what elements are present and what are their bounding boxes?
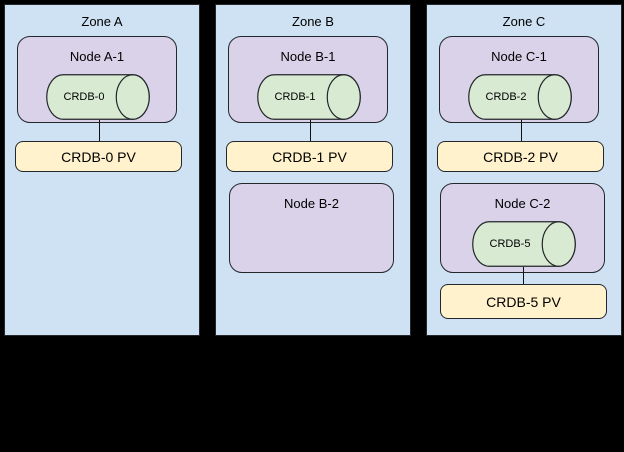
crdb-5-cylinder: CRDB-5 [472,221,576,267]
node-b-2-label: Node B-2 [284,196,339,211]
crdb-0-label: CRDB-0 [63,91,105,103]
zone-b-title: Zone B [292,14,334,29]
crdb-1-label: CRDB-1 [274,91,316,103]
node-a-1-label: Node A-1 [69,49,125,64]
crdb-0-pv: CRDB-0 PV [15,141,182,172]
node-c-1: Node C-1 CRDB-2 [439,36,599,123]
node-c-2: Node C-2 CRDB-5 [440,183,605,273]
database-cylinder-shape [46,74,150,120]
crdb-2-pv-connector [521,120,522,141]
zone-a-title: Zone A [81,14,123,29]
zone-c: Zone C Node C-1 CRDB-2 CRDB-2 PV Node C-… [426,4,622,336]
database-cylinder-shape [472,221,576,267]
crdb-0-cylinder: CRDB-0 [46,74,150,120]
node-b-1: Node B-1 CRDB-1 [228,36,388,123]
crdb-2-label: CRDB-2 [485,91,527,103]
database-cylinder-shape [257,74,361,120]
crdb-5-pv-connector [523,267,524,284]
crdb-1-pv-connector [310,120,311,141]
node-c-2-label: Node C-2 [494,196,551,211]
crdb-0-pv-connector [99,120,100,141]
node-c-1-label: Node C-1 [491,49,547,64]
crdb-5-pv: CRDB-5 PV [440,284,607,319]
node-b-2: Node B-2 [229,183,394,273]
node-b-1-label: Node B-1 [280,49,336,64]
zone-c-title: Zone C [502,14,546,29]
crdb-5-label: CRDB-5 [489,238,531,250]
zone-b: Zone B Node B-1 CRDB-1 CRDB-1 PV Node B-… [215,4,411,336]
crdb-1-pv: CRDB-1 PV [226,141,393,172]
crdb-2-cylinder: CRDB-2 [468,74,572,120]
database-cylinder-shape [468,74,572,120]
crdb-2-pv: CRDB-2 PV [437,141,604,172]
crdb-1-cylinder: CRDB-1 [257,74,361,120]
zone-a: Zone A Node A-1 CRDB-0 CRDB-0 PV [4,4,200,336]
node-a-1: Node A-1 CRDB-0 [17,36,177,123]
